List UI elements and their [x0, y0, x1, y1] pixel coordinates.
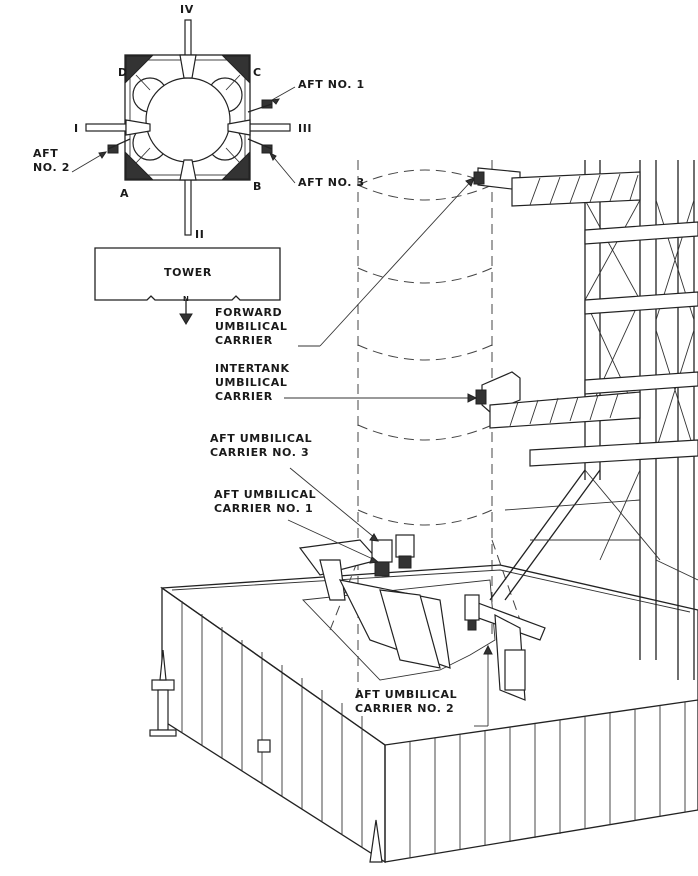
aft-no-2-label: AFT NO. 2: [33, 147, 70, 174]
arm-label-iv: IV: [180, 3, 194, 16]
forward-umbilical-arm: [473, 167, 641, 207]
arm-label-iii: III: [298, 122, 313, 135]
corner-label-a: A: [120, 187, 130, 200]
arm-label-ii: II: [195, 228, 205, 241]
north-arrow-icon: [179, 300, 193, 325]
intertank-umbilical-arm: [475, 371, 641, 429]
north-label: N: [183, 295, 190, 303]
aft-umbilical-carrier-1-label: AFT UMBILICAL CARRIER NO. 1: [214, 488, 317, 515]
aft-carrier-2: [464, 594, 480, 631]
intertank-umbilical-carrier-label: INTERTANK UMBILICAL CARRIER: [215, 362, 290, 403]
tower-label: TOWER: [164, 266, 212, 279]
aft-no-3-label: AFT NO. 3: [298, 176, 365, 189]
arm-label-i: I: [74, 122, 79, 135]
aft-umbilical-carrier-3-label: AFT UMBILICAL CARRIER NO. 3: [210, 432, 313, 459]
corner-label-c: C: [253, 66, 262, 79]
holddown-pedestals: [298, 539, 546, 701]
aft-umbilical-carrier-2-label: AFT UMBILICAL CARRIER NO. 2: [355, 688, 458, 715]
aft-no-1-label: AFT NO. 1: [298, 78, 365, 91]
corner-label-d: D: [118, 66, 128, 79]
launch-platform: [149, 564, 698, 864]
forward-umbilical-carrier-label: FORWARD UMBILICAL CARRIER: [215, 306, 288, 347]
aft-carrier-1-3: [371, 534, 415, 577]
plan-view: [71, 19, 296, 236]
callout-leaders: [284, 177, 493, 727]
tower-plan-box: [94, 247, 281, 301]
service-tower: [489, 160, 698, 680]
corner-label-b: B: [253, 180, 262, 193]
